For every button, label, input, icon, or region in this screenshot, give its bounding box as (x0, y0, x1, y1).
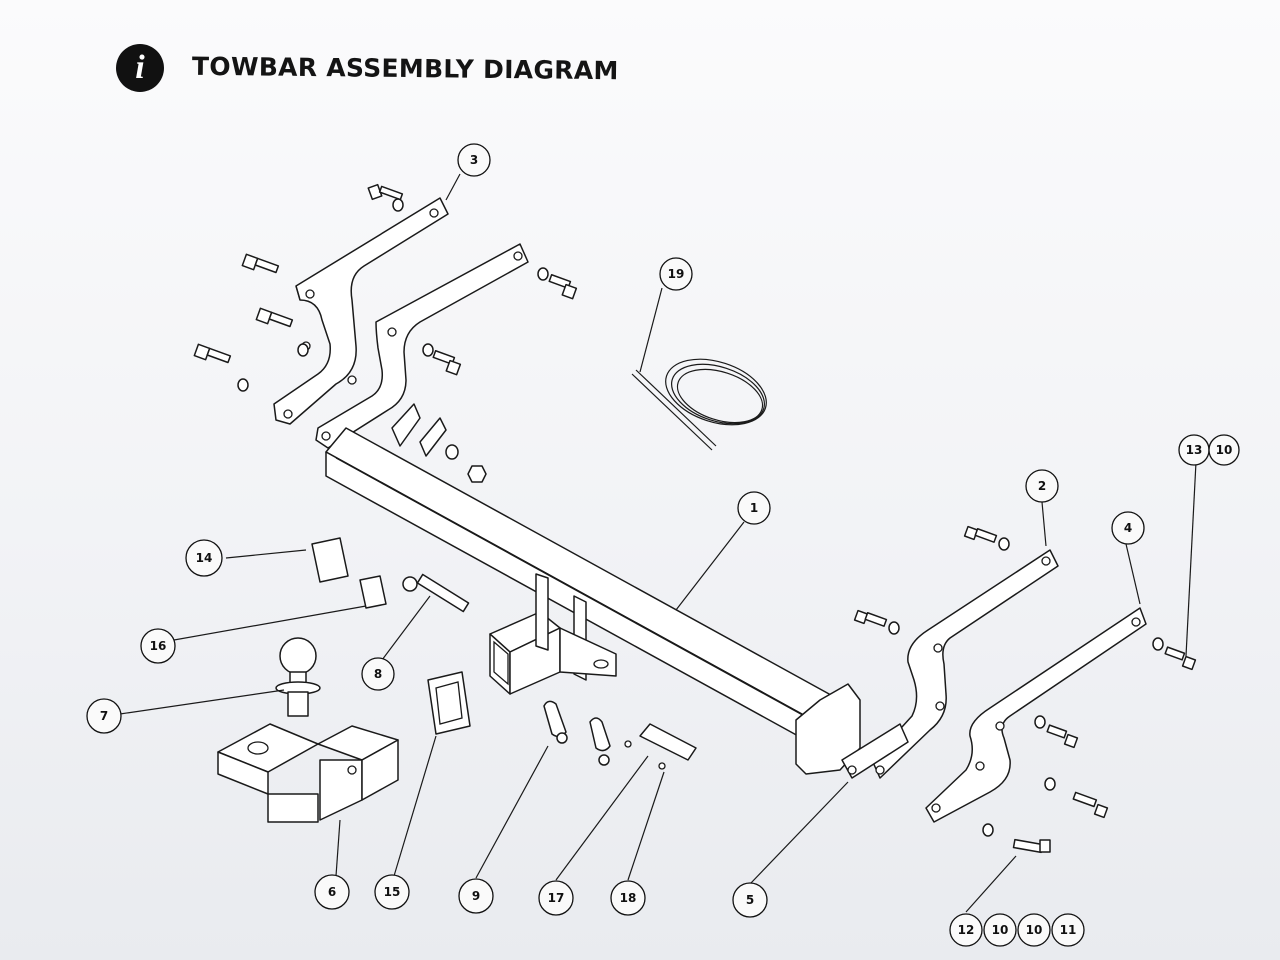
callout-17: 17 (538, 880, 574, 916)
bolt-left-3 (193, 343, 249, 392)
callout-14: 14 (185, 539, 223, 577)
main-crossbar (325, 403, 861, 775)
number-plate-bracket (624, 723, 697, 770)
label-sticker-14 (311, 537, 349, 583)
callout-4: 4 (1111, 511, 1145, 545)
svg-text:7: 7 (100, 709, 108, 723)
leader-lines (119, 173, 1197, 913)
right-bracket-4 (925, 607, 1147, 823)
svg-text:17: 17 (548, 891, 565, 905)
svg-text:19: 19 (668, 267, 685, 281)
svg-text:10: 10 (1216, 443, 1233, 457)
receiver-hitch (489, 573, 617, 695)
bolt-center-left (422, 343, 462, 376)
bolt-right-4 (1034, 715, 1079, 749)
bolt-left-2 (255, 307, 309, 357)
bolt-right-3 (1152, 637, 1197, 671)
callout-8: 8 (361, 657, 395, 691)
svg-text:16: 16 (150, 639, 167, 653)
tow-ball (275, 637, 321, 717)
shackle-1 (543, 700, 568, 744)
left-bracket-inner (315, 243, 529, 449)
callout-1: 1 (737, 491, 771, 525)
callout-2: 2 (1025, 469, 1059, 503)
info-icon: i (116, 44, 164, 92)
header: i TOWBAR ASSEMBLY DIAGRAM (116, 44, 619, 92)
bolt-right-2 (853, 609, 900, 635)
callout-11: 11 (1051, 913, 1085, 947)
bolt-right-6 (982, 823, 1051, 854)
svg-text:2: 2 (1038, 479, 1046, 493)
svg-text:1: 1 (750, 501, 758, 515)
hitch-cover (427, 671, 471, 735)
callout-10-b: 10 (1017, 913, 1051, 947)
svg-text:14: 14 (196, 551, 213, 565)
bolt-top-left (367, 183, 404, 212)
bolt-left-1 (241, 253, 280, 274)
ball-mount (217, 723, 399, 823)
shackle-2 (589, 717, 611, 766)
svg-text:6: 6 (328, 885, 336, 899)
end-plate-5 (841, 723, 909, 779)
callout-5: 5 (732, 882, 768, 918)
svg-text:13: 13 (1186, 443, 1203, 457)
bolt-right-5 (1044, 777, 1109, 819)
callout-15: 15 (374, 874, 410, 910)
right-bracket-2 (871, 549, 1059, 779)
svg-text:18: 18 (620, 891, 637, 905)
callout-10-top: 10 (1208, 434, 1240, 466)
bolt-right-1 (963, 525, 1010, 551)
callout-16: 16 (140, 628, 176, 664)
callout-7: 7 (86, 698, 122, 734)
hitch-pin (402, 573, 470, 613)
svg-text:3: 3 (470, 153, 478, 167)
callout-12: 12 (949, 913, 983, 947)
svg-text:5: 5 (746, 893, 754, 907)
callout-10-a: 10 (983, 913, 1017, 947)
svg-text:10: 10 (1026, 923, 1043, 937)
nut-washer-left (445, 444, 487, 483)
left-bracket-outer (273, 197, 449, 425)
callout-3: 3 (457, 143, 491, 177)
callout-6: 6 (314, 874, 350, 910)
label-sticker-16 (359, 575, 387, 609)
svg-text:4: 4 (1124, 521, 1132, 535)
svg-text:12: 12 (958, 923, 975, 937)
svg-text:8: 8 (374, 667, 382, 681)
callout-18: 18 (610, 880, 646, 916)
wiring-coil (631, 358, 767, 451)
callout-9: 9 (458, 878, 494, 914)
bolt-right-top (537, 267, 578, 300)
callout-19: 19 (659, 257, 693, 291)
svg-text:15: 15 (384, 885, 401, 899)
svg-text:11: 11 (1060, 923, 1077, 937)
svg-text:10: 10 (992, 923, 1009, 937)
svg-text:9: 9 (472, 889, 480, 903)
callout-13: 13 (1178, 434, 1210, 466)
